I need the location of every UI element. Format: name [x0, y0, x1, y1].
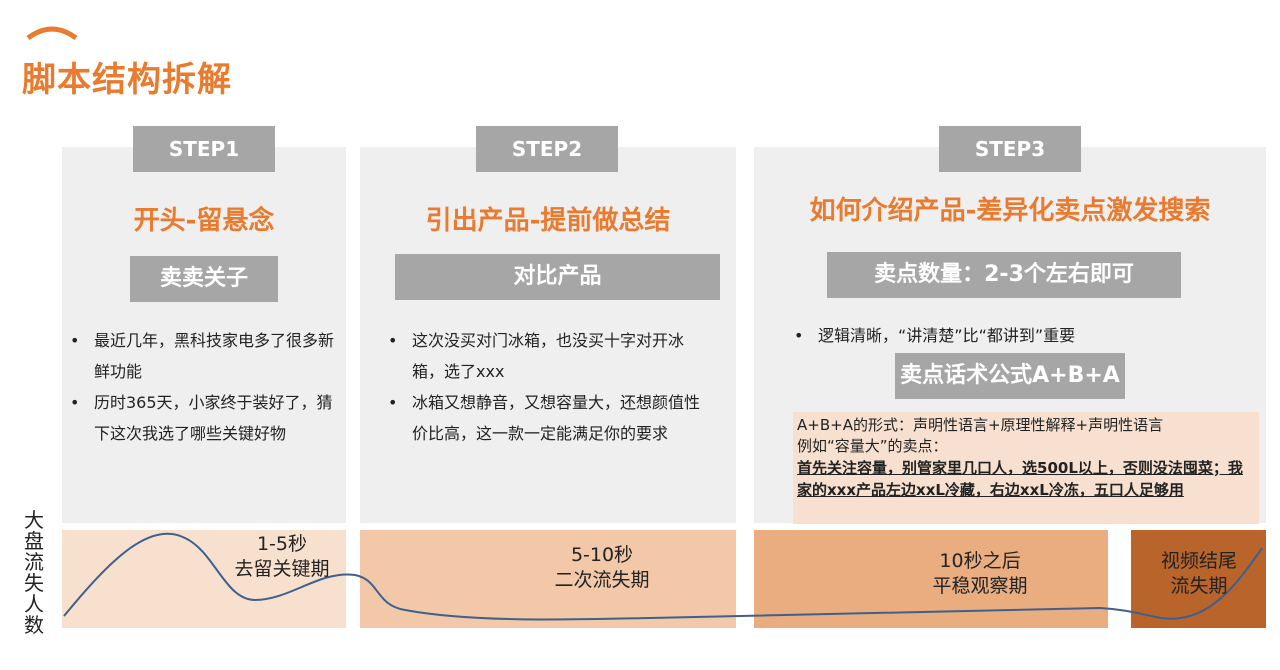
phase-3-time: 10秒之后	[939, 550, 1021, 572]
step1-tab: STEP1	[133, 126, 275, 172]
list-item: 逻辑清晰，“讲清楚”比“都讲到”重要	[792, 320, 1252, 351]
phase-2-label: 5-10秒 二次流失期	[520, 543, 684, 593]
phase-1-time: 1-5秒	[256, 533, 308, 555]
step3-bullets: 逻辑清晰，“讲清楚”比“都讲到”重要	[792, 320, 1252, 351]
step3-subtab: 卖点数量：2-3个左右即可	[827, 252, 1181, 298]
phase-2-name: 二次流失期	[554, 569, 650, 591]
list-item: 冰箱又想静音，又想容量大，还想颜值性价比高，这一款一定能满足你的要求	[386, 387, 710, 449]
step2-headline: 引出产品-提前做总结	[425, 206, 671, 236]
step3-headline: 如何介绍产品-差异化卖点激发搜索	[809, 196, 1211, 226]
step3-formula-tab: 卖点话术公式A+B+A	[895, 353, 1125, 399]
formula-example-intro: 例如“容量大”的卖点：	[797, 437, 948, 455]
title-arc-decoration	[26, 26, 78, 40]
phase-4-time: 视频结尾	[1160, 550, 1237, 572]
phase-3-label: 10秒之后 平稳观察期	[898, 549, 1062, 599]
phase-3-name: 平稳观察期	[932, 575, 1028, 597]
step1-headline: 开头-留悬念	[133, 206, 275, 236]
formula-example-box: A+B+A的形式：声明性语言+原理性解释+声明性语言 例如“容量大”的卖点： 首…	[793, 412, 1259, 524]
phase-2-time: 5-10秒	[570, 544, 634, 566]
step3-tab: STEP3	[939, 126, 1081, 172]
list-item: 历时365天，小家终于装好了，猜下这次我选了哪些关键好物	[68, 387, 338, 449]
phase-1-name: 去留关键期	[234, 558, 330, 580]
list-item: 这次没买对门冰箱，也没买十字对开冰箱，选了xxx	[386, 325, 710, 387]
step2-bullets: 这次没买对门冰箱，也没买十字对开冰箱，选了xxx 冰箱又想静音，又想容量大，还想…	[386, 325, 710, 449]
phase-4-name: 流失期	[1170, 575, 1228, 597]
phase-1-label: 1-5秒 去留关键期	[212, 532, 352, 582]
step2-tab: STEP2	[476, 126, 618, 172]
phase-4-label: 视频结尾 流失期	[1140, 549, 1258, 599]
step1-bullets: 最近几年，黑科技家电多了很多新鲜功能 历时365天，小家终于装好了，猜下这次我选…	[68, 325, 338, 449]
list-item: 最近几年，黑科技家电多了很多新鲜功能	[68, 325, 338, 387]
formula-line: A+B+A的形式：声明性语言+原理性解释+声明性语言	[797, 416, 1164, 434]
chart-y-label: 大盘流失人数	[24, 508, 44, 637]
page-title: 脚本结构拆解	[22, 60, 232, 100]
step2-subtab: 对比产品	[395, 254, 720, 300]
formula-example-text: 首先关注容量，别管家里几口人，选500L以上，否则没法囤菜；我家的xxx产品左边…	[797, 459, 1243, 499]
step1-subtab: 卖卖关子	[130, 256, 278, 302]
